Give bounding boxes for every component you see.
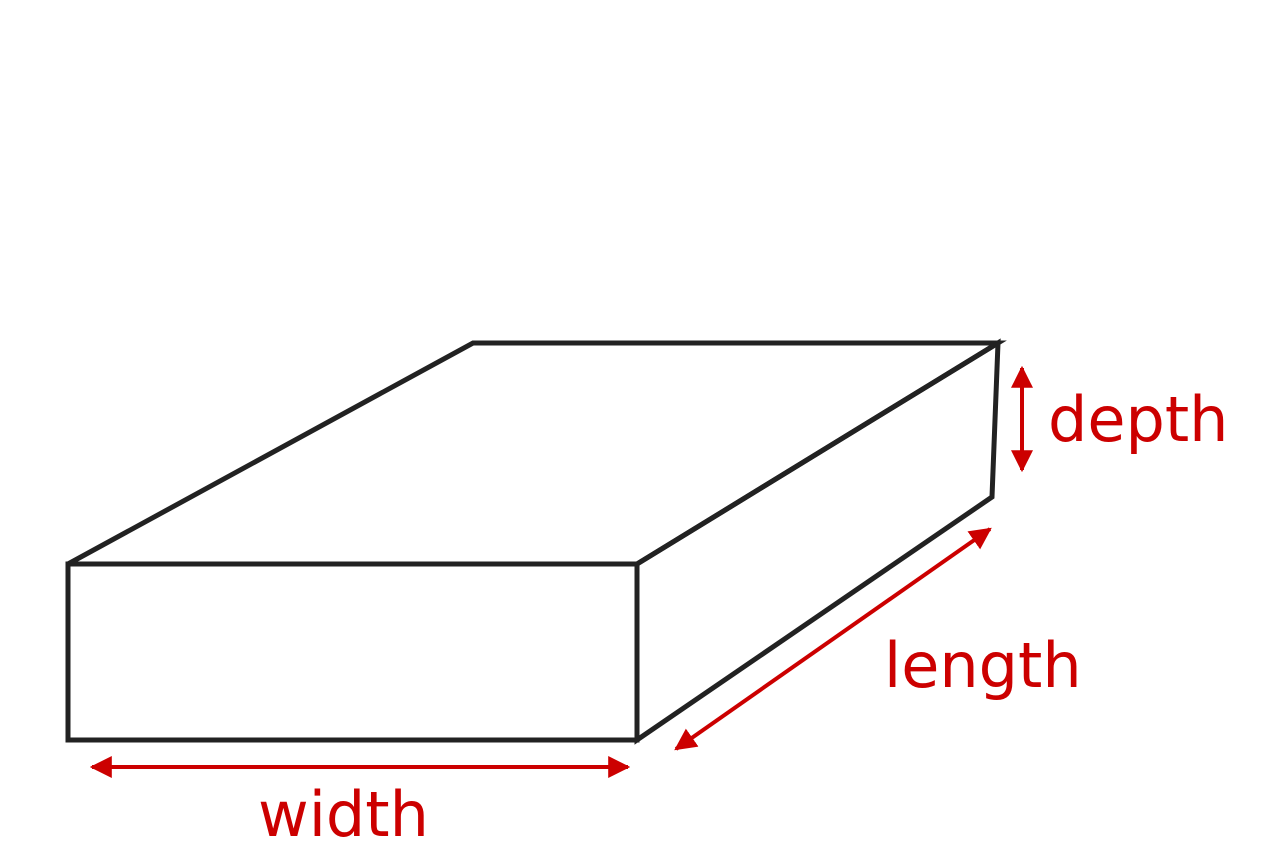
box-right-face [634,338,1001,745]
dimension-arrows [89,365,1033,778]
length-label: length [884,629,1082,702]
length-arrow [674,527,992,751]
depth-label: depth [1048,383,1228,456]
box-top-face [66,340,1007,567]
rectangular-box [65,338,1007,745]
box-front-face [65,561,640,743]
width-label: width [258,778,429,851]
